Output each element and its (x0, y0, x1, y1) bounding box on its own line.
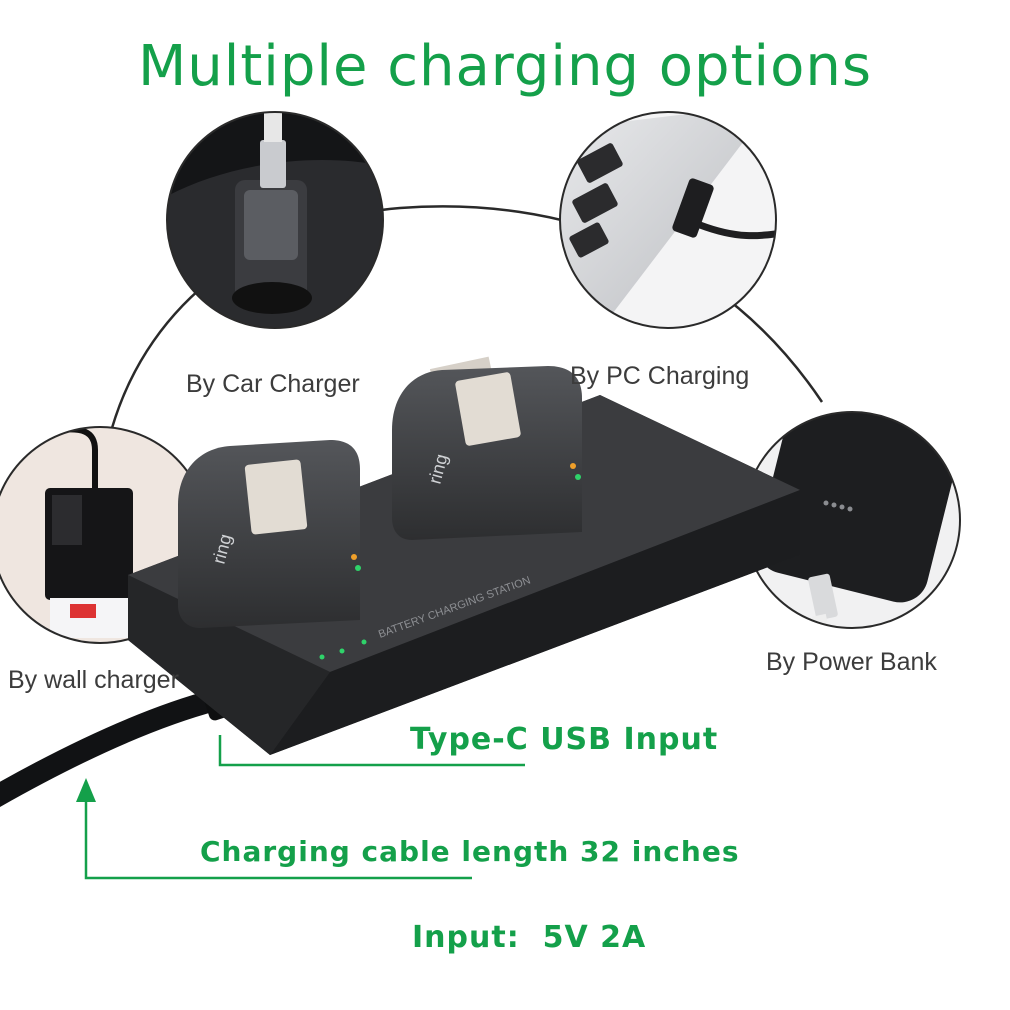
page-title: Multiple charging options (137, 34, 873, 99)
callout-cable-length: Charging cable length 32 inches (200, 835, 740, 868)
cable-pointer-arrow (76, 778, 96, 802)
callout-input-rating: Input: 5V 2A (412, 920, 647, 955)
usb-cable (0, 689, 226, 807)
label-car-charger: By Car Charger (186, 370, 360, 398)
car-charger-photo (167, 112, 383, 328)
battery-right: ring (392, 356, 582, 540)
label-power-bank: By Power Bank (766, 648, 937, 676)
label-pc-charging: By PC Charging (570, 362, 750, 390)
pc-charging-photo (560, 112, 776, 328)
callout-type-c: Type-C USB Input (410, 722, 719, 757)
type-c-pointer (218, 735, 525, 767)
battery-left: ring (178, 440, 361, 628)
label-wall-charger: By wall charger (8, 666, 179, 694)
cable-pointer (84, 790, 472, 880)
